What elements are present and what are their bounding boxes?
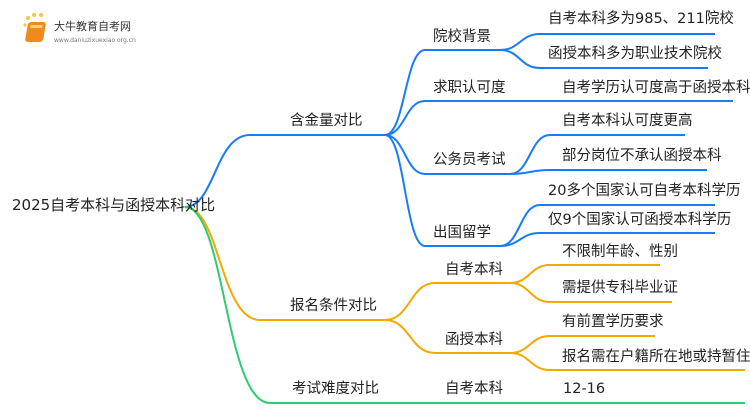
node-job-recognition: 求职认可度: [433, 80, 506, 96]
logo-name: 大牛教育自考网: [54, 20, 131, 33]
leaf: 需提供专科毕业证: [562, 280, 678, 296]
node-self-study: 自考本科: [445, 262, 503, 278]
node-correspondence: 函授本科: [445, 332, 503, 348]
branch-exam-difficulty: 考试难度对比: [292, 381, 379, 397]
leaf: 自考本科多为985、211院校: [548, 11, 734, 27]
node-self-study-exam: 自考本科: [445, 381, 503, 397]
leaf: 仅9个国家认可函授本科学历: [548, 212, 732, 228]
leaf: 部分岗位不承认函授本科: [562, 148, 722, 164]
logo-url: www.daniuzixuexiao.org.cn: [54, 37, 136, 44]
leaf: 报名需在户籍所在地或持暂住证: [562, 349, 750, 365]
branch-value-comparison: 含金量对比: [290, 113, 363, 129]
leaf: 12-16: [563, 381, 606, 397]
leaf: 20多个国家认可自考本科学历: [548, 183, 741, 199]
branch-registration-comparison: 报名条件对比: [290, 298, 377, 314]
node-study-abroad: 出国留学: [433, 225, 491, 241]
leaf: 自考学历认可度高于函授本科: [562, 80, 750, 96]
book-logo-icon: [23, 13, 46, 42]
leaf: 函授本科多为职业技术院校: [548, 46, 722, 62]
node-civil-service: 公务员考试: [433, 152, 506, 168]
leaf: 自考本科认可度更高: [562, 113, 693, 129]
logo: 大牛教育自考网 www.daniuzixuexiao.org.cn: [22, 12, 136, 50]
root-node: 2025自考本科与函授本科对比: [12, 196, 216, 214]
leaf: 不限制年龄、性别: [562, 244, 678, 260]
leaf: 有前置学历要求: [562, 314, 664, 330]
node-school-background: 院校背景: [433, 29, 491, 45]
